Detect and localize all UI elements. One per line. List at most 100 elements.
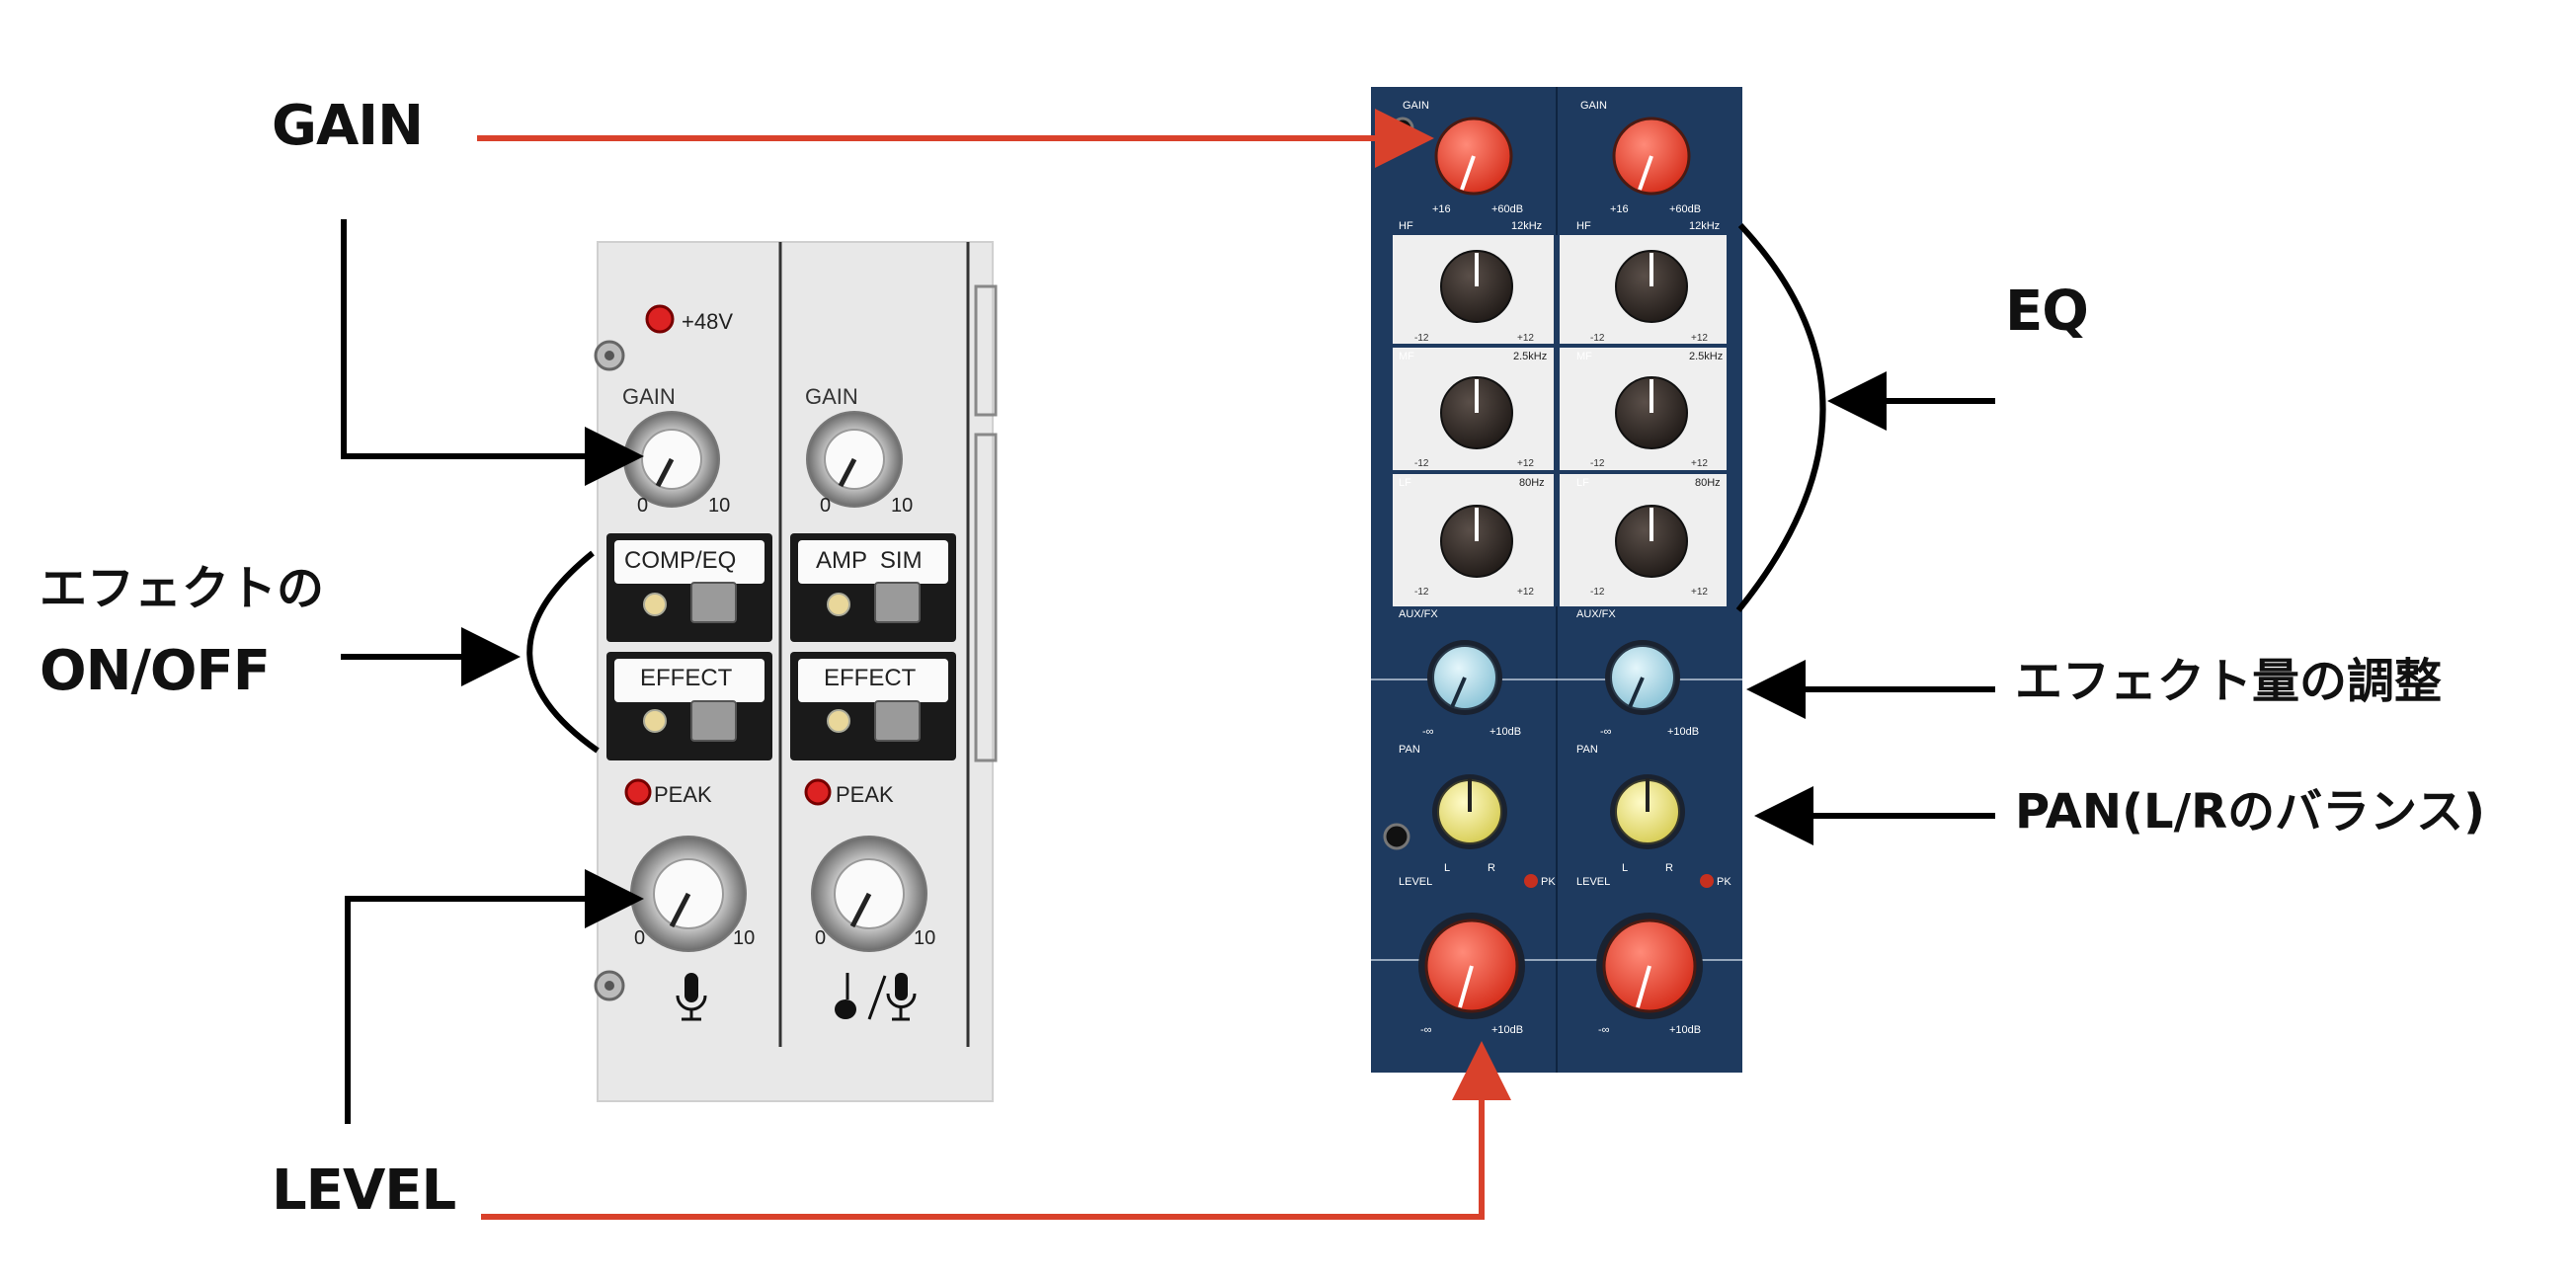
rch2-hf-max: +12 [1691, 333, 1708, 344]
rch2-gain-knob[interactable] [1612, 117, 1691, 196]
ch1-gain-knob[interactable] [623, 411, 720, 508]
rch1-mf-max: +12 [1517, 458, 1534, 469]
ch1-gain-min: 0 [637, 495, 648, 517]
ch2-effect-switch[interactable] [790, 652, 956, 760]
rch2-aux-label: AUX/FX [1576, 608, 1616, 620]
ch2-level-knob[interactable] [811, 836, 927, 952]
ch2-gain-max: 10 [891, 495, 913, 517]
right-mixer-panel [1371, 87, 1742, 1073]
rch2-mf-freq: 2.5kHz [1689, 351, 1723, 362]
rch1-lf-knob[interactable] [1440, 505, 1513, 578]
effect-onoff-callout-line2: ON/OFF [40, 639, 271, 703]
rch2-pan-l: L [1622, 862, 1628, 874]
rch2-pan-r: R [1665, 862, 1673, 874]
rch2-aux-max: +10dB [1667, 726, 1699, 738]
level-callout-label: LEVEL [272, 1158, 456, 1223]
rch1-pan-r: R [1488, 862, 1495, 874]
rch1-pk-led-icon [1524, 874, 1538, 888]
rch2-hf-min: -12 [1590, 333, 1605, 344]
rch1-hf-min: -12 [1414, 333, 1429, 344]
ch1-effect-switch[interactable] [606, 652, 772, 760]
ch1-level-min: 0 [634, 927, 645, 949]
rch2-level-knob[interactable] [1596, 913, 1703, 1019]
rch1-pan-knob[interactable] [1432, 774, 1507, 849]
rch2-mf-knob[interactable] [1615, 376, 1688, 449]
rch1-aux-max: +10dB [1489, 726, 1521, 738]
ch2-gain-min: 0 [820, 495, 831, 517]
ch1-comp-eq-switch[interactable] [606, 533, 772, 642]
rch2-pk-label: PK [1717, 876, 1731, 888]
ch1-peak-led-icon [624, 778, 652, 806]
rch1-mf-knob[interactable] [1440, 376, 1513, 449]
rch1-gain-min: +16 [1432, 203, 1451, 215]
rch1-aux-label: AUX/FX [1399, 608, 1438, 620]
ch2-level-max: 10 [914, 927, 935, 949]
rch2-lf-freq: 80Hz [1695, 477, 1721, 489]
ch2-amp-sim-label: AMP SIM [816, 547, 923, 574]
guitar-mic-icon [835, 973, 917, 1021]
ch2-effect-label: EFFECT [824, 665, 917, 691]
rch2-level-max: +10dB [1669, 1024, 1701, 1036]
level-black-arrow [345, 869, 644, 1124]
rch1-hf-freq: 12kHz [1511, 220, 1542, 232]
screw-icon [594, 970, 625, 1001]
rch2-hf-freq: 12kHz [1689, 220, 1720, 232]
rch2-pan-knob[interactable] [1610, 774, 1685, 849]
rch1-mf-label: MF [1399, 351, 1414, 362]
ch2-peak-label: PEAK [836, 782, 894, 807]
rch2-pan-label: PAN [1576, 744, 1598, 756]
rch1-lf-max: +12 [1517, 587, 1534, 598]
rch1-lf-label: LF [1399, 477, 1411, 489]
rch1-pk-label: PK [1541, 876, 1556, 888]
ch2-amp-sim-switch[interactable] [790, 533, 956, 642]
jack-socket-icon [1383, 823, 1410, 850]
gain-black-arrow [341, 219, 644, 486]
rch1-lf-min: -12 [1414, 587, 1429, 598]
rch2-hf-label: HF [1576, 220, 1591, 232]
rch2-level-label: LEVEL [1576, 876, 1610, 888]
rch2-aux-knob[interactable] [1605, 640, 1680, 715]
pan-callout-label: PAN(L/Rのバランス) [2015, 784, 2486, 839]
ch2-peak-led-icon [804, 778, 832, 806]
rch1-gain-max: +60dB [1491, 203, 1523, 215]
rch2-aux-min: -∞ [1600, 726, 1612, 738]
ch1-gain-max: 10 [708, 495, 730, 517]
rch2-lf-knob[interactable] [1615, 505, 1688, 578]
rch1-aux-knob[interactable] [1427, 640, 1502, 715]
phantom-label: +48V [682, 309, 733, 334]
rch1-lf-freq: 80Hz [1519, 477, 1545, 489]
rch2-lf-min: -12 [1590, 587, 1605, 598]
ch1-comp-eq-label: COMP/EQ [624, 547, 736, 574]
ch1-peak-label: PEAK [654, 782, 712, 807]
rch1-hf-max: +12 [1517, 333, 1534, 344]
ch2-gain-knob[interactable] [806, 411, 903, 508]
rch1-pan-label: PAN [1399, 744, 1420, 756]
rch2-pk-led-icon [1700, 874, 1714, 888]
rch1-hf-knob[interactable] [1440, 250, 1513, 323]
rch2-gain-label: GAIN [1580, 100, 1607, 112]
rch1-aux-min: -∞ [1422, 726, 1434, 738]
rch1-mf-freq: 2.5kHz [1513, 351, 1547, 362]
effect-onoff-callout-line1: エフェクトの [40, 561, 325, 616]
rch2-lf-label: LF [1576, 477, 1589, 489]
rch2-lf-max: +12 [1691, 587, 1708, 598]
ch2-level-min: 0 [815, 927, 826, 949]
rch1-level-max: +10dB [1491, 1024, 1523, 1036]
rch1-level-min: -∞ [1420, 1024, 1432, 1036]
rch2-hf-knob[interactable] [1615, 250, 1688, 323]
rch2-mf-label: MF [1576, 351, 1592, 362]
rch1-mf-min: -12 [1414, 458, 1429, 469]
rch2-mf-min: -12 [1590, 458, 1605, 469]
phantom-led-icon [645, 304, 675, 334]
eq-bracket [1735, 222, 1826, 612]
ch1-level-knob[interactable] [630, 836, 747, 952]
microphone-icon [676, 973, 707, 1021]
level-red-arrow [481, 1041, 1511, 1220]
rch1-gain-knob[interactable] [1434, 117, 1513, 196]
rch1-pan-l: L [1444, 862, 1450, 874]
rch1-level-knob[interactable] [1418, 913, 1525, 1019]
rch1-level-label: LEVEL [1399, 876, 1432, 888]
rch2-gain-min: +16 [1610, 203, 1629, 215]
eq-callout-label: EQ [2005, 280, 2089, 344]
